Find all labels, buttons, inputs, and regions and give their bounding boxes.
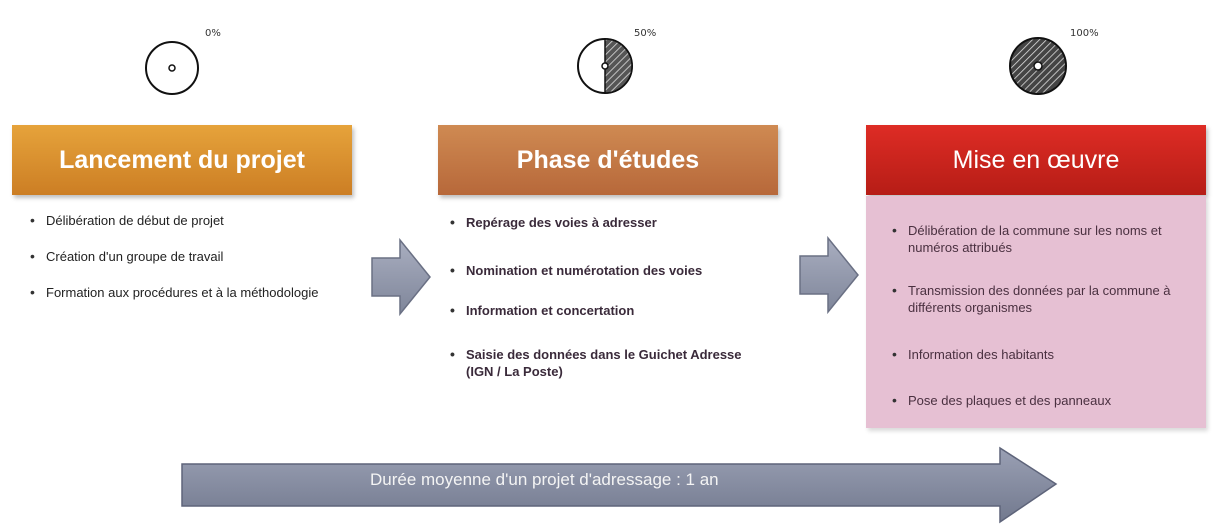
flow-arrow-1 <box>371 238 431 316</box>
phase-header-lancement: Lancement du projet <box>12 125 352 195</box>
list-item: Repérage des voies à adresser <box>448 214 657 231</box>
list-item: Formation aux procédures et à la méthodo… <box>28 284 318 301</box>
progress-pie-50 <box>577 38 633 94</box>
list-item: Nomination et numérotation des voies <box>448 262 702 279</box>
phase-header-mise-en-oeuvre: Mise en œuvre <box>866 125 1206 195</box>
progress-pie-0 <box>145 41 199 95</box>
list-item: Délibération de la commune sur les noms … <box>890 222 1190 256</box>
pie-label-50: 50% <box>634 28 657 39</box>
list-item: Saisie des données dans le Guichet Adres… <box>448 346 756 380</box>
phase-title: Lancement du projet <box>59 145 305 174</box>
list-item: Création d'un groupe de travail <box>28 248 223 265</box>
duration-label: Durée moyenne d'un projet d'adressage : … <box>370 470 719 489</box>
phase-title: Phase d'études <box>516 145 700 174</box>
duration-arrow <box>181 446 1058 524</box>
list-item: Information des habitants <box>890 346 1054 363</box>
phase-title: Mise en œuvre <box>952 145 1120 174</box>
list-item: Délibération de début de projet <box>28 212 224 229</box>
phase-header-etudes: Phase d'études <box>438 125 778 195</box>
flow-arrow-2 <box>799 236 859 314</box>
pie-label-0: 0% <box>205 28 221 39</box>
list-item: Transmission des données par la commune … <box>890 282 1190 316</box>
list-item: Information et concertation <box>448 302 634 319</box>
list-item: Pose des plaques et des panneaux <box>890 392 1111 409</box>
progress-pie-100 <box>1009 37 1067 95</box>
pie-label-100: 100% <box>1070 28 1099 39</box>
